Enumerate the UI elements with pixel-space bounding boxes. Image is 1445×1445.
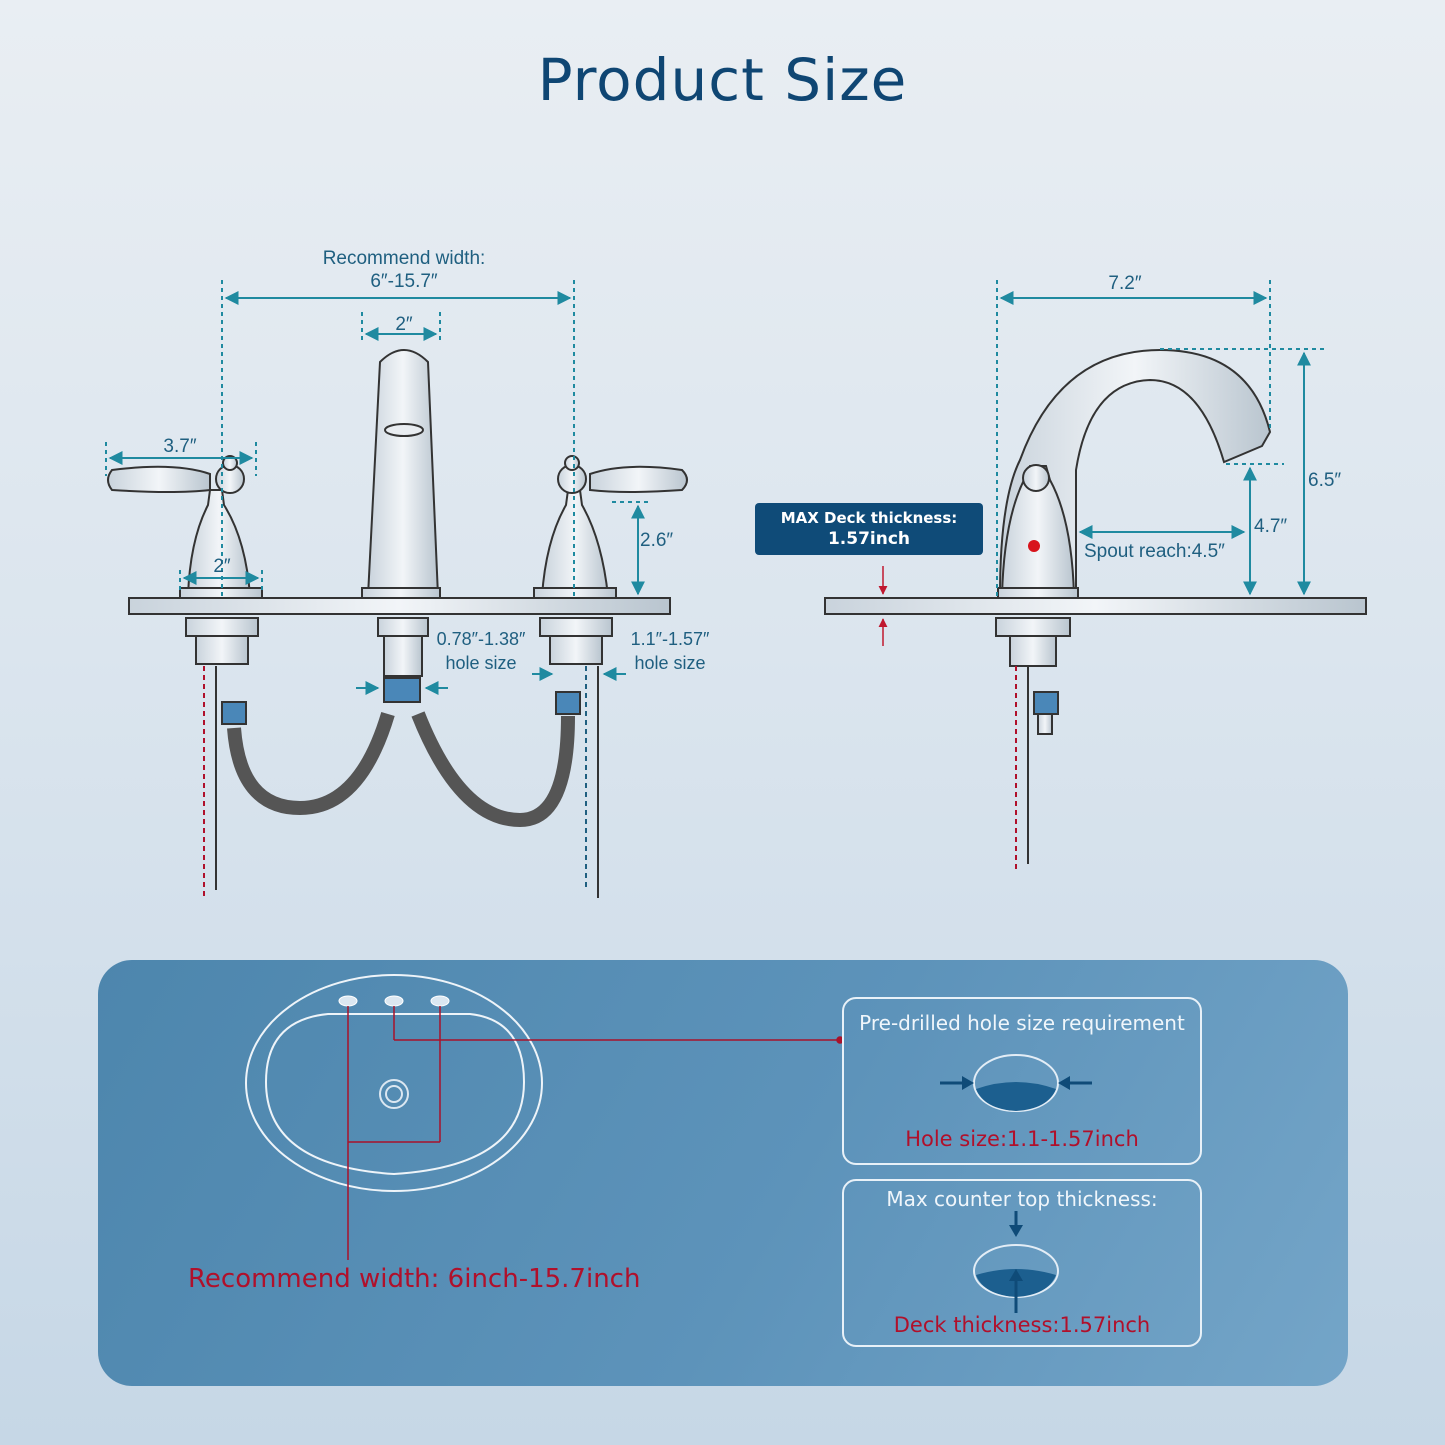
counter-thickness-requirement-box: Max counter top thickness: Deck thicknes… bbox=[842, 1179, 1202, 1347]
front-view bbox=[107, 349, 688, 898]
deck-thickness-value: Deck thickness:1.57inch bbox=[893, 1313, 1151, 1337]
hole-size-illustration bbox=[940, 1054, 1092, 1112]
left-handle-lever bbox=[107, 465, 211, 493]
hot-indicator-dot bbox=[1028, 540, 1040, 552]
front-deck-plate bbox=[128, 597, 671, 615]
side-hole-range: 1.1″-1.57″ bbox=[631, 629, 710, 649]
hole-size-requirement-box: Pre-drilled hole size requirement Hole s… bbox=[842, 997, 1202, 1165]
right-hose bbox=[411, 711, 575, 828]
side-hole-label: hole size bbox=[634, 653, 705, 673]
left-hose bbox=[227, 711, 395, 816]
right-handle-lever bbox=[589, 465, 688, 493]
hole-box-title: Pre-drilled hole size requirement bbox=[859, 1011, 1185, 1035]
deck-badge-line2: 1.57inch bbox=[827, 529, 911, 549]
total-height-value: 6.5″ bbox=[1308, 470, 1341, 491]
handle-base-value: 2″ bbox=[213, 556, 231, 577]
max-deck-thickness-badge: MAX Deck thickness: 1.57inch bbox=[755, 503, 983, 555]
center-hole-range: 0.78″-1.38″ bbox=[437, 629, 526, 649]
installation-requirements-panel: Recommend width: 6inch-15.7inch Pre-dril… bbox=[98, 960, 1348, 1386]
front-spout bbox=[366, 349, 440, 597]
side-view bbox=[824, 348, 1367, 872]
recommend-width-value: 6″-15.7″ bbox=[370, 271, 438, 292]
left-handle-body bbox=[186, 489, 252, 597]
center-hole-label: hole size bbox=[445, 653, 516, 673]
counter-thickness-illustration bbox=[973, 1211, 1059, 1313]
page-title: Product Size bbox=[537, 46, 908, 114]
handle-height-value: 2.6″ bbox=[640, 530, 673, 551]
deck-badge-line1: MAX Deck thickness: bbox=[780, 509, 958, 527]
spout-height-value: 4.7″ bbox=[1254, 516, 1287, 537]
thickness-box-title: Max counter top thickness: bbox=[886, 1187, 1158, 1211]
recommend-width-label: Recommend width: bbox=[323, 248, 486, 269]
spout-reach-value: Spout reach:4.5″ bbox=[1084, 541, 1225, 562]
side-deck-plate bbox=[824, 597, 1367, 615]
handle-length-value: 3.7″ bbox=[163, 436, 196, 457]
front-under-deck-fittings bbox=[185, 617, 613, 725]
hole-size-value: Hole size:1.1-1.57inch bbox=[905, 1127, 1139, 1151]
sink-top-view bbox=[245, 974, 844, 1260]
recommend-width-requirement: Recommend width: 6inch-15.7inch bbox=[188, 1264, 641, 1294]
depth-value: 7.2″ bbox=[1108, 273, 1141, 294]
faucet-dimension-diagram: Recommend width: 6″-15.7″ 2″ 3.7″ 2″ 2.6… bbox=[105, 248, 1367, 898]
spout-width-value: 2″ bbox=[395, 314, 413, 335]
